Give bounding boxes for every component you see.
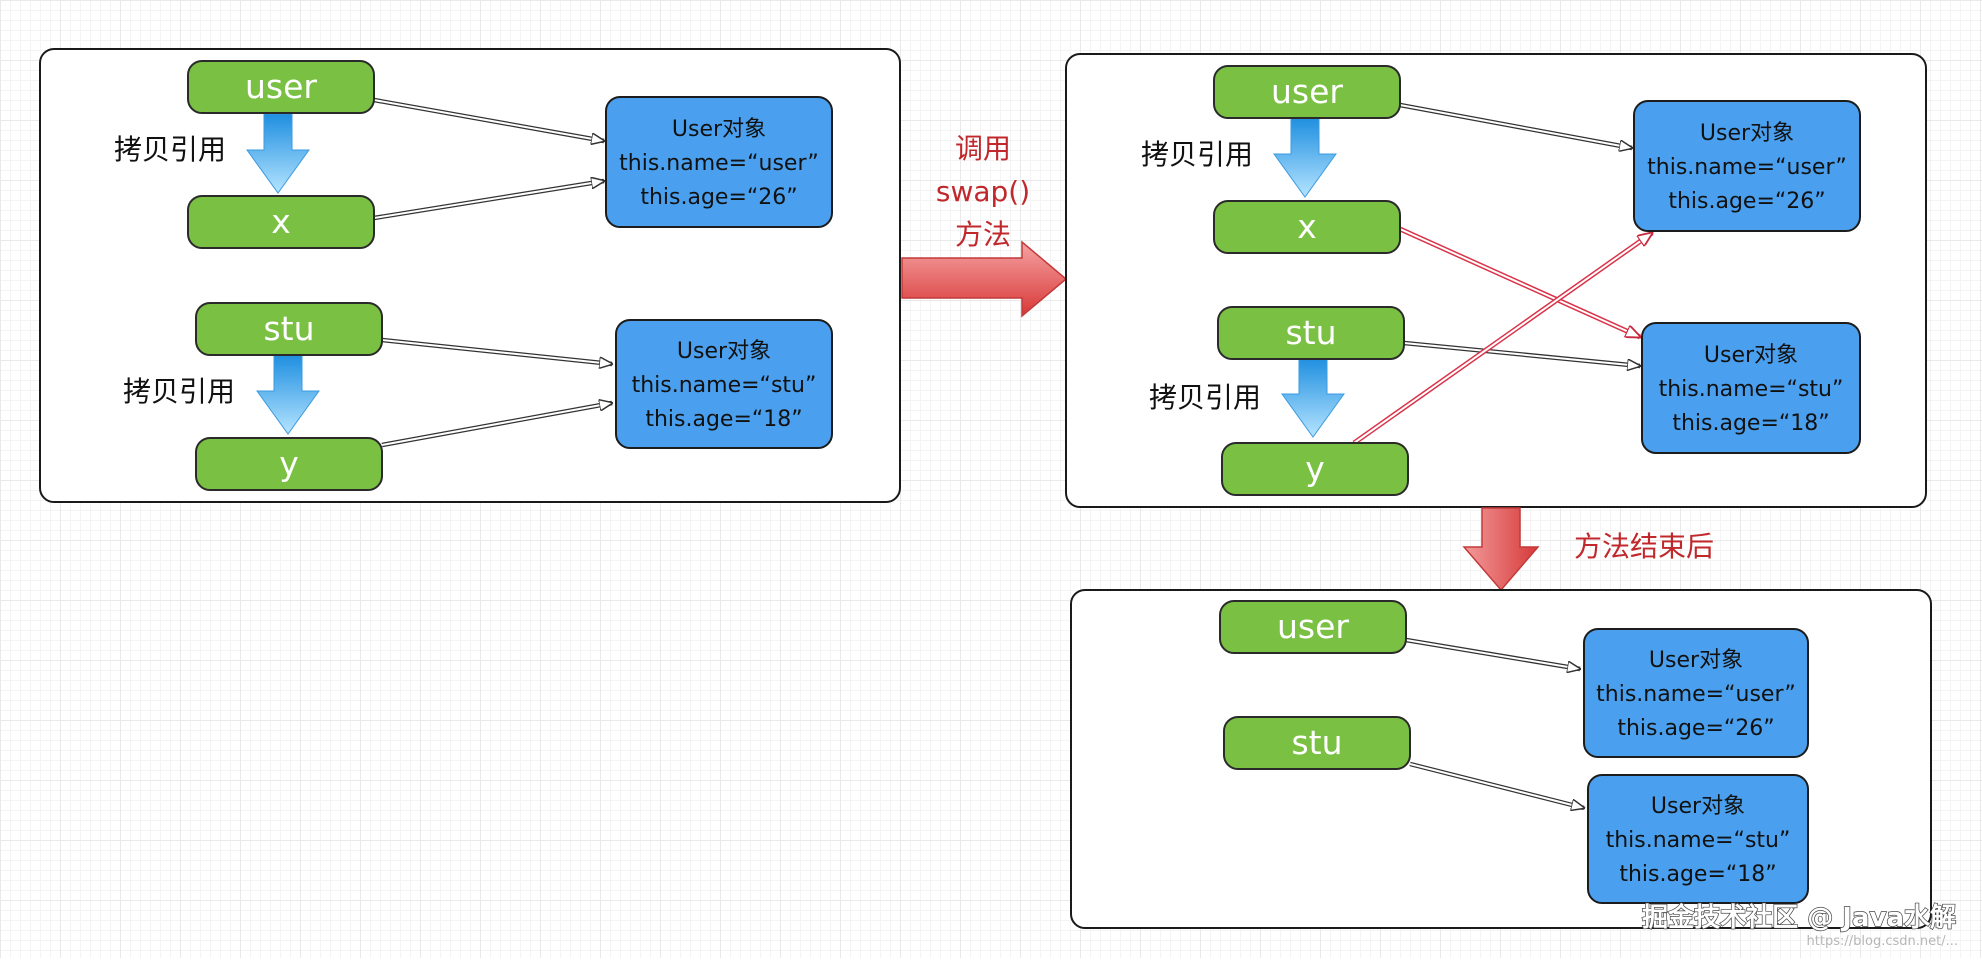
swapped-link-y-inner xyxy=(1353,233,1652,444)
link-stu-to-object-inner xyxy=(1409,763,1584,808)
object-box-stu: User对象 this.name=“stu” this.age=“18” xyxy=(1587,774,1809,904)
reference-label: stu xyxy=(263,309,314,348)
panel-after: user stu User对象 this.name=“user” this.ag… xyxy=(1070,589,1932,929)
reference-node-user: user xyxy=(1213,65,1401,119)
copy-reference-label: 拷贝引用 xyxy=(1149,381,1261,414)
object-type-label: User对象 xyxy=(1704,343,1798,368)
reference-node-stu: stu xyxy=(1223,716,1411,770)
object-box-stu: User对象 this.name=“stu” this.age=“18” xyxy=(615,319,833,449)
copy-reference-label: 拷贝引用 xyxy=(114,133,226,166)
call-method-label: swap() xyxy=(936,175,1030,208)
transition-arrow-down-icon xyxy=(1462,507,1540,592)
object-name-field: this.name=“user” xyxy=(1647,155,1847,180)
link-stu-to-object-inner xyxy=(1403,342,1640,366)
object-name-field: this.name=“stu” xyxy=(632,373,817,398)
object-box-stu: User对象 this.name=“stu” this.age=“18” xyxy=(1641,322,1861,454)
link-x-to-object-inner xyxy=(373,181,604,219)
object-type-label: User对象 xyxy=(1649,648,1743,673)
panel-during: user x stu y 拷贝引用 拷贝引用 User对象 this.name=… xyxy=(1065,53,1927,508)
link-user-to-object-inner xyxy=(1399,104,1632,148)
object-name-field: this.name=“stu” xyxy=(1659,377,1844,402)
reference-node-user: user xyxy=(187,60,375,114)
object-box-user: User对象 this.name=“user” this.age=“26” xyxy=(605,96,833,228)
watermark-subtext: https://blog.csdn.net/... xyxy=(1807,934,1958,949)
link-user-to-object-inner xyxy=(1405,639,1580,669)
reference-label: y xyxy=(1305,449,1325,488)
call-method-suffix: 方法 xyxy=(955,218,1011,251)
reference-node-stu: stu xyxy=(195,302,383,356)
object-type-label: User对象 xyxy=(672,117,766,142)
reference-label: x xyxy=(271,202,291,241)
reference-node-y: y xyxy=(195,437,383,491)
reference-label: x xyxy=(1297,207,1317,246)
object-age-field: this.age=“26” xyxy=(1668,189,1825,214)
transition-call-swap: 调用 swap() 方法 xyxy=(901,132,1068,318)
copy-arrow-down-icon xyxy=(1281,357,1345,438)
reference-label: stu xyxy=(1285,313,1336,352)
link-user-to-object-inner xyxy=(373,99,604,141)
object-box-user: User对象 this.name=“user” this.age=“26” xyxy=(1583,628,1809,758)
watermark-text: 掘金技术社区 @ Java水解 xyxy=(1642,902,1956,933)
panel-before: user x stu y 拷贝引用 拷贝引用 User对象 this.name=… xyxy=(39,48,901,503)
call-label: 调用 xyxy=(955,132,1011,165)
object-name-field: this.name=“user” xyxy=(619,151,819,176)
copy-arrow-down-icon xyxy=(246,113,310,194)
copy-reference-label: 拷贝引用 xyxy=(123,375,235,408)
copy-reference-label: 拷贝引用 xyxy=(1141,138,1253,171)
swapped-link-x-inner xyxy=(1399,228,1640,337)
link-y-to-object-inner xyxy=(381,403,612,446)
reference-label: user xyxy=(1277,607,1349,646)
reference-label: user xyxy=(1271,72,1343,111)
reference-node-stu: stu xyxy=(1217,306,1405,360)
reference-label: y xyxy=(279,444,299,483)
copy-arrow-down-icon xyxy=(256,354,320,435)
object-age-field: this.age=“18” xyxy=(645,407,802,432)
reference-node-y: y xyxy=(1221,442,1409,496)
object-age-field: this.age=“26” xyxy=(1617,716,1774,741)
object-name-field: this.name=“stu” xyxy=(1606,828,1791,853)
reference-label: stu xyxy=(1291,723,1342,762)
object-type-label: User对象 xyxy=(1651,794,1745,819)
object-type-label: User对象 xyxy=(677,339,771,364)
after-method-label: 方法结束后 xyxy=(1574,530,1714,563)
object-age-field: this.age=“18” xyxy=(1619,862,1776,887)
object-type-label: User对象 xyxy=(1700,121,1794,146)
copy-arrow-down-icon xyxy=(1273,117,1337,198)
object-box-user: User对象 this.name=“user” this.age=“26” xyxy=(1633,100,1861,232)
reference-node-user: user xyxy=(1219,600,1407,654)
link-stu-to-object-inner xyxy=(381,339,612,364)
reference-node-x: x xyxy=(187,195,375,249)
object-age-field: this.age=“18” xyxy=(1672,411,1829,436)
reference-node-x: x xyxy=(1213,200,1401,254)
object-name-field: this.name=“user” xyxy=(1596,682,1796,707)
transition-arrow-right-icon xyxy=(901,240,1068,318)
reference-label: user xyxy=(245,67,317,106)
object-age-field: this.age=“26” xyxy=(640,185,797,210)
transition-after-method: 方法结束后 xyxy=(1462,507,1714,592)
